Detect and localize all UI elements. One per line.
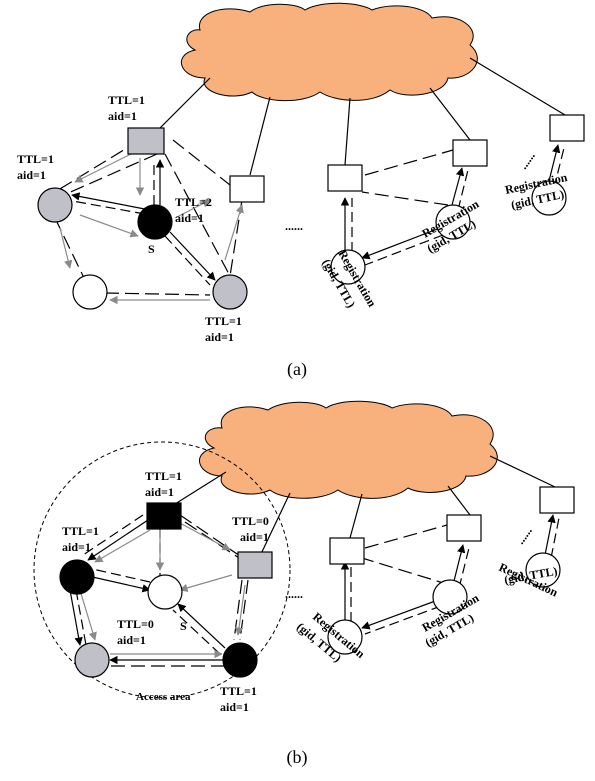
router-top-b — [146, 502, 182, 530]
panel-b: TTL=1 aid=1 TTL=0 aid=1 TTL=1 aid=1 TTL=… — [33, 400, 575, 768]
label-right-ttl-b: TTL=0 — [232, 514, 269, 528]
host-left-a — [37, 187, 73, 223]
host-bottomright-a — [212, 274, 248, 310]
router-r2-b — [446, 514, 482, 542]
label-left-aid-a: aid=1 — [17, 168, 46, 182]
host-left-b — [59, 559, 95, 595]
ellipsis2-a: ...... — [516, 149, 538, 172]
host-r3-a — [531, 180, 567, 216]
label-left-ttl-a: TTL=1 — [17, 152, 54, 166]
host-r1-a — [330, 249, 366, 285]
ellipsis-b: ...... — [285, 587, 303, 601]
router-top-a — [127, 127, 165, 155]
router-r1-b — [329, 537, 365, 565]
access-area-circle — [33, 441, 291, 699]
router-r2-a — [452, 139, 488, 167]
cloud-links-b — [174, 455, 556, 557]
label-mid-aid-b: aid=1 — [117, 633, 146, 647]
source-host-b — [147, 574, 183, 610]
gray-arrows-a — [59, 151, 244, 305]
host-r2-b — [432, 579, 468, 615]
label-bottom-ttl-b: TTL=1 — [220, 684, 257, 698]
cloud-a — [180, 2, 478, 102]
router-r1-a — [327, 164, 363, 192]
cloud-b — [199, 400, 498, 499]
label-top-ttl-b: TTL=1 — [145, 469, 182, 483]
edges-a — [49, 139, 565, 296]
host-r2-a — [435, 204, 471, 240]
ellipsis-a: ...... — [285, 219, 303, 233]
label-bottom-aid-b: aid=1 — [220, 700, 249, 714]
ellipsis2-b: ...... — [513, 524, 535, 547]
host-bottomright-b — [222, 642, 258, 678]
router-right-b — [237, 551, 273, 579]
label-left-aid-b: aid=1 — [62, 540, 91, 554]
router-mid-a — [229, 175, 265, 203]
caption-a: (a) — [287, 359, 307, 380]
host-r3-b — [525, 552, 561, 588]
label-top-aid-a: aid=1 — [108, 109, 137, 123]
label-bottom-ttl-a: TTL=1 — [205, 314, 242, 328]
label-right-aid-b: aid=1 — [240, 530, 269, 544]
label-center-ttl-a: TTL=2 — [175, 195, 212, 209]
host-r1-b — [327, 619, 363, 655]
label-center-aid-a: aid=1 — [175, 211, 204, 225]
label-mid-ttl-b: TTL=0 — [117, 617, 154, 631]
label-source-a: S — [148, 242, 155, 256]
source-host-a — [137, 204, 173, 240]
router-r3-b — [539, 486, 575, 514]
router-r3-a — [549, 114, 585, 142]
host-bottomleft-a — [72, 274, 108, 310]
label-top-aid-b: aid=1 — [145, 485, 174, 499]
cloud-links-a — [159, 57, 566, 176]
host-bottomleft-b — [74, 642, 110, 678]
label-bottom-aid-a: aid=1 — [205, 330, 234, 344]
panel-a: TTL=1 aid=1 TTL=1 aid=1 TTL=2 aid=1 S TT… — [17, 2, 585, 380]
caption-b: (b) — [287, 747, 308, 768]
access-area-label: Access area — [136, 691, 191, 703]
label-left-ttl-b: TTL=1 — [62, 524, 99, 538]
label-top-ttl-a: TTL=1 — [108, 93, 145, 107]
label-source-b: S — [180, 619, 187, 633]
